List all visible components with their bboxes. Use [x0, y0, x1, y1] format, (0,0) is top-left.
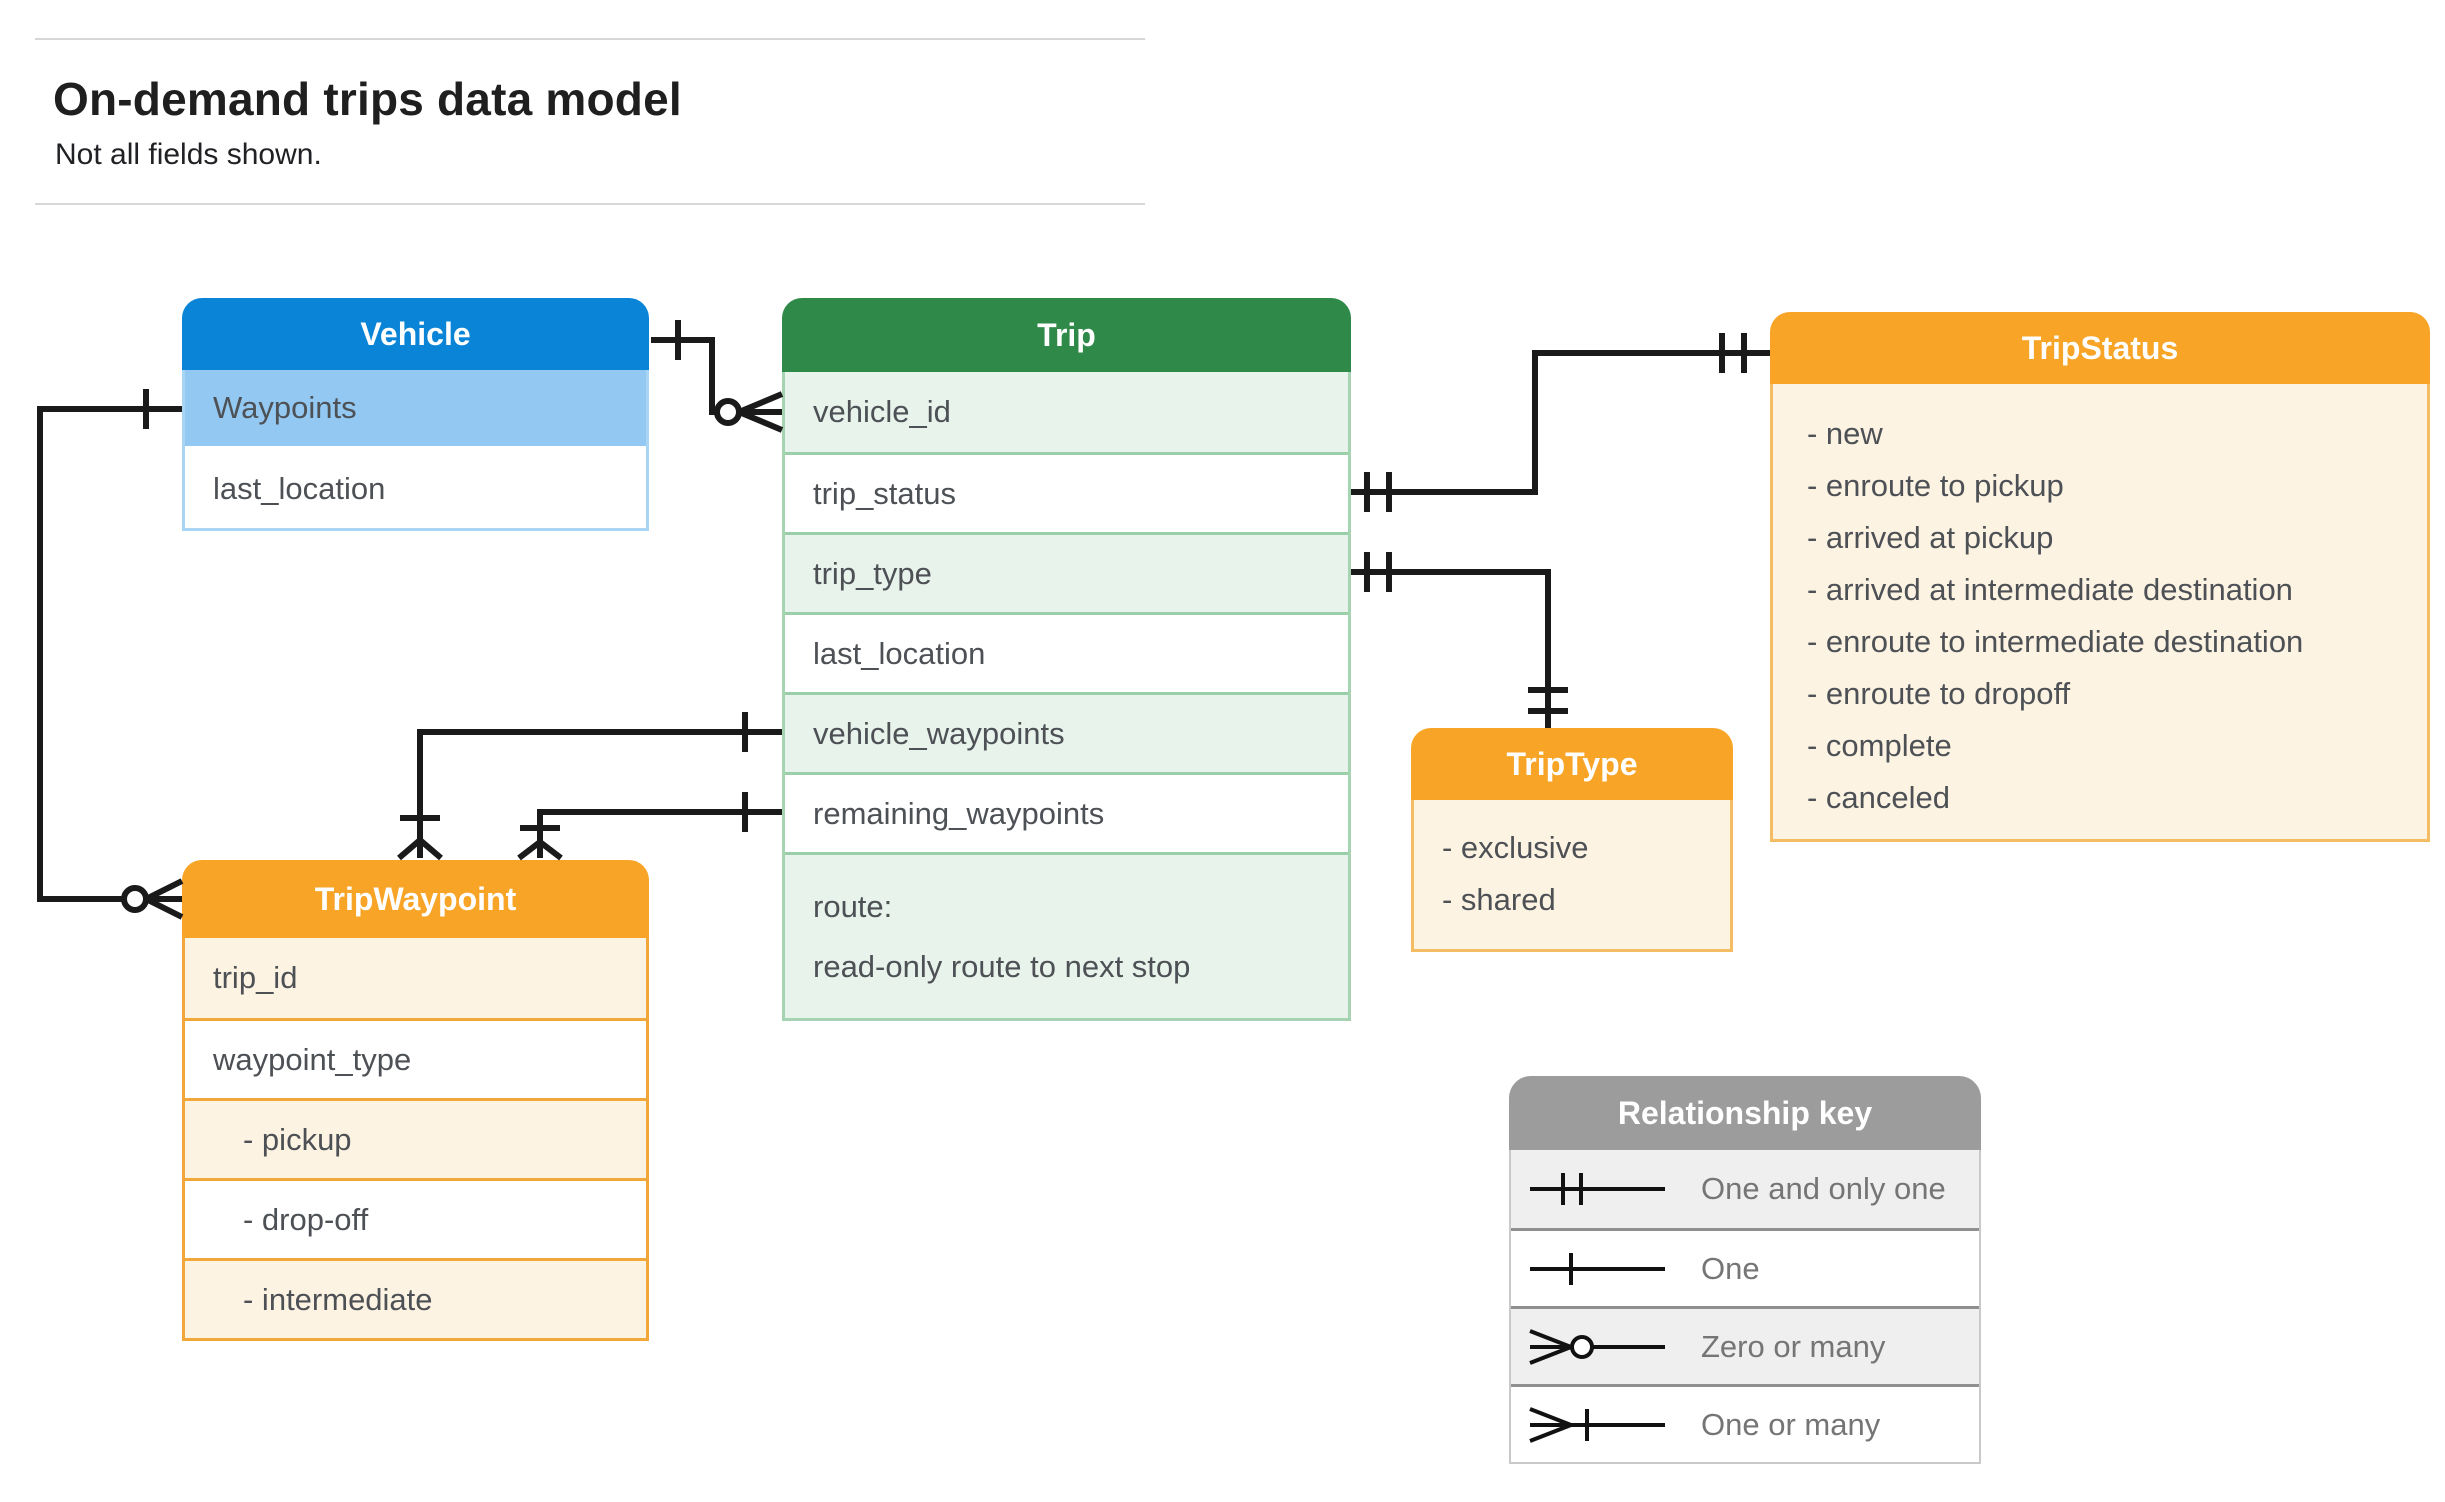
tripwaypoint-value-dropoff: - drop-off: [185, 1178, 646, 1258]
triptype-value: - shared: [1442, 882, 1556, 917]
one-icon: [1530, 1252, 1665, 1285]
zero-or-many-icon: [1529, 1328, 1665, 1365]
entity-vehicle-title: Vehicle: [182, 298, 649, 370]
legend-row-one: One: [1511, 1228, 1979, 1306]
trip-field-vehicle-id: vehicle_id: [785, 372, 1348, 452]
triptype-value: - exclusive: [1442, 830, 1589, 865]
entity-tripstatus-title: TripStatus: [1770, 312, 2430, 384]
tripwaypoint-value-pickup: - pickup: [185, 1098, 646, 1178]
vehicle-field-last-location: last_location: [213, 470, 386, 506]
entity-tripstatus: TripStatus - new - enroute to pickup - a…: [1770, 312, 2430, 842]
connector-vehicle-waypoints-field-to-tripwaypoint: [397, 712, 782, 861]
legend-row-one-or-many: One or many: [1511, 1384, 1979, 1462]
entity-trip-title: Trip: [782, 298, 1351, 372]
title-divider: [35, 203, 1145, 205]
trip-field-last-location: last_location: [785, 612, 1348, 692]
trip-field-vehicle-waypoints: vehicle_waypoints: [785, 692, 1348, 772]
relationship-key-title: Relationship key: [1509, 1076, 1981, 1150]
entity-tripwaypoint: TripWaypoint trip_id waypoint_type - pic…: [182, 860, 649, 1341]
legend-label: One: [1701, 1250, 1760, 1286]
legend-label: One or many: [1701, 1406, 1881, 1442]
tripstatus-value: - canceled: [1807, 780, 1951, 815]
tripstatus-value: - enroute to dropoff: [1807, 676, 2071, 711]
entity-triptype-title: TripType: [1411, 728, 1733, 800]
entity-vehicle: Vehicle Waypoints last_location: [182, 298, 649, 531]
trip-field-trip-type: trip_type: [785, 532, 1348, 612]
tripstatus-value: - arrived at intermediate destination: [1807, 572, 2293, 607]
legend-row-one-and-only-one: One and only one: [1511, 1150, 1979, 1228]
trip-route-line1: route:: [813, 889, 893, 924]
connector-trip-status-to-tripstatus: [1351, 333, 1770, 512]
vehicle-field-waypoints: Waypoints: [185, 370, 646, 449]
tripwaypoint-field-trip-id: trip_id: [185, 938, 646, 1018]
one-and-only-one-icon: [1530, 1173, 1665, 1205]
legend-label: One and only one: [1701, 1171, 1946, 1206]
trip-route-line2: read-only route to next stop: [813, 949, 1191, 984]
tripstatus-value: - complete: [1807, 728, 1952, 763]
entity-tripwaypoint-title: TripWaypoint: [182, 860, 649, 938]
connector-trip-type-to-triptype: [1351, 552, 1568, 728]
page-title: On-demand trips data model: [53, 73, 682, 125]
entity-triptype: TripType - exclusive - shared: [1411, 728, 1733, 952]
one-or-many-icon: [1529, 1406, 1665, 1443]
tripwaypoint-value-intermediate: - intermediate: [185, 1258, 646, 1338]
connector-remaining-waypoints-to-tripwaypoint: [517, 792, 782, 861]
legend-row-zero-or-many: Zero or many: [1511, 1306, 1979, 1384]
page-subtitle: Not all fields shown.: [55, 138, 322, 171]
tripstatus-value: - enroute to pickup: [1807, 468, 2064, 503]
tripstatus-value: - arrived at pickup: [1807, 520, 2054, 555]
relationship-key: Relationship key One and only one One: [1509, 1076, 1981, 1464]
legend-label: Zero or many: [1701, 1328, 1886, 1364]
trip-field-route: route: read-only route to next stop: [785, 852, 1348, 1018]
trip-field-remaining-waypoints: remaining_waypoints: [785, 772, 1348, 852]
tripwaypoint-field-waypoint-type: waypoint_type: [185, 1018, 646, 1098]
connector-vehicle-waypoints-to-tripwaypoint: [37, 389, 184, 920]
tripstatus-value: - new: [1807, 416, 1883, 451]
trip-field-trip-status: trip_status: [785, 452, 1348, 532]
connector-vehicle-to-trip: [651, 320, 784, 433]
tripstatus-value: - enroute to intermediate destination: [1807, 624, 2304, 659]
top-divider: [35, 38, 1145, 40]
entity-trip: Trip vehicle_id trip_status trip_type la…: [782, 298, 1351, 1021]
